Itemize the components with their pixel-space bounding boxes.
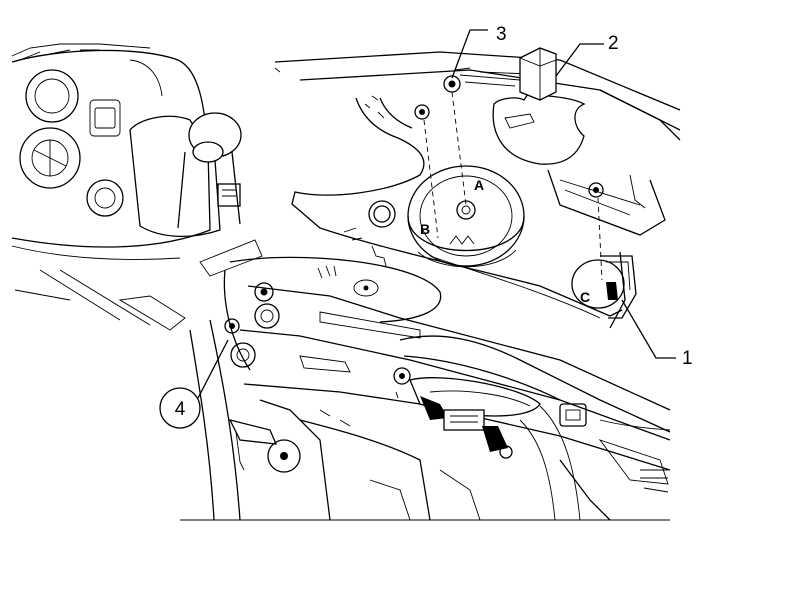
lower-trim-panel [291,95,637,329]
point-a-label: A [474,177,484,193]
point-b-label: B [420,221,430,237]
leader-lines [195,29,676,403]
floor-tie-bar [180,319,670,521]
callout-2: 2 [608,33,619,54]
fasteners-item-3 [414,75,604,281]
callout-4-bubble: 4 [159,387,201,429]
callout-1: 1 [682,348,693,369]
steering-support-bracket [223,256,671,471]
mounting-bracket [492,47,586,165]
instrument-cluster [11,43,263,331]
callout-4: 4 [175,399,186,420]
callout-3: 3 [496,24,507,45]
point-c-label: C [580,289,590,305]
upper-dash-panel [274,51,681,236]
steering-column [399,335,671,521]
